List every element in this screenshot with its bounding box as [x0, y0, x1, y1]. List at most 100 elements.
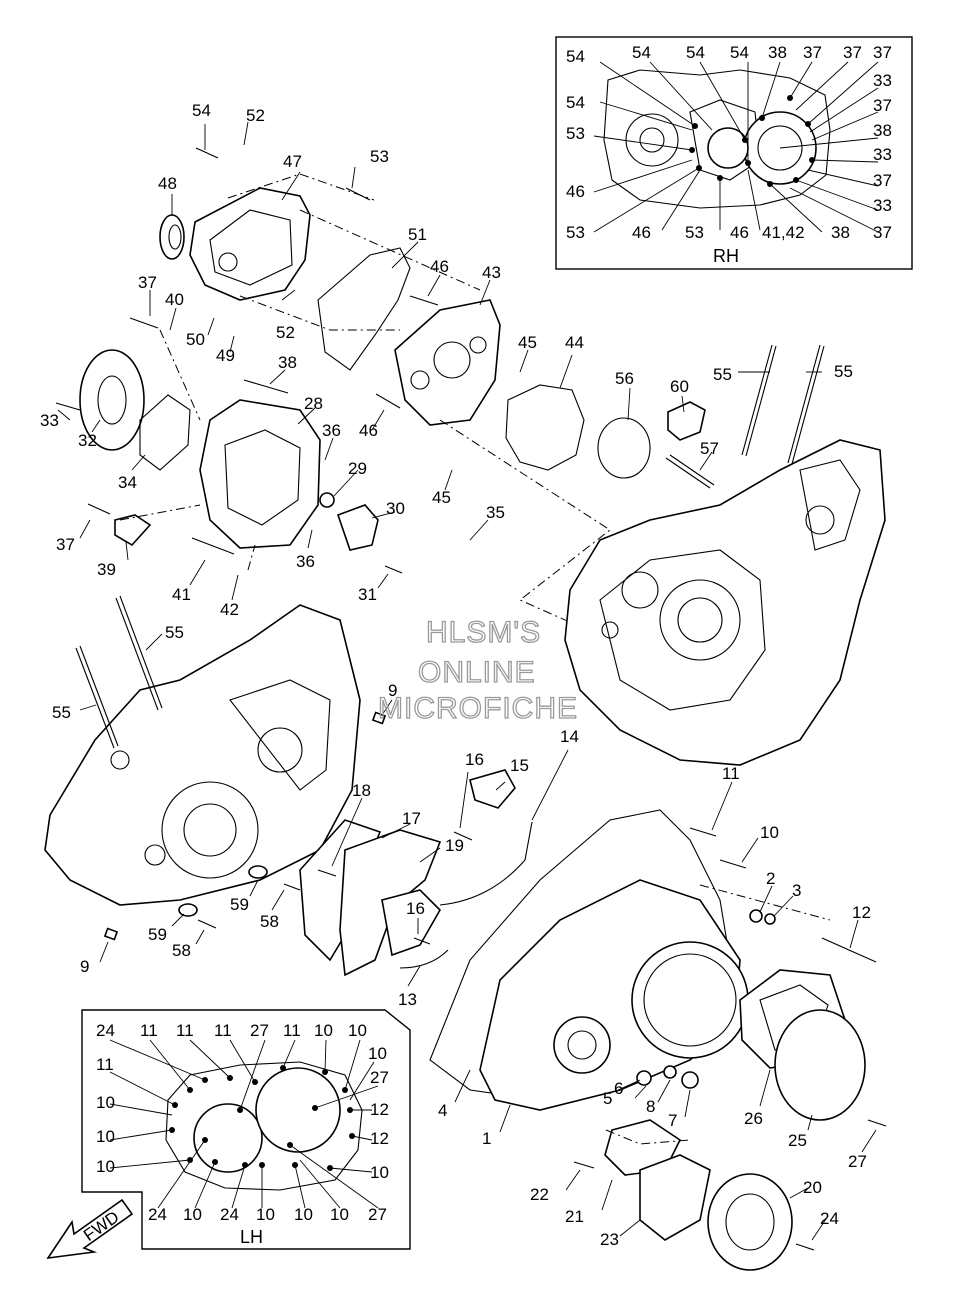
callout-49: 49 [216, 346, 235, 365]
callout-54: 54 [566, 93, 585, 112]
callout-55: 55 [165, 623, 184, 642]
lh-inset-title: LH [240, 1227, 263, 1247]
callout-10: 10 [368, 1044, 387, 1063]
callout-30: 30 [386, 499, 405, 518]
callout-46: 46 [359, 421, 378, 440]
callout-11: 11 [214, 1021, 232, 1040]
callout-6: 6 [614, 1079, 623, 1098]
callout-13: 13 [398, 990, 417, 1009]
callout-55: 55 [52, 703, 71, 722]
callout-10: 10 [760, 823, 779, 842]
callout-7: 7 [668, 1111, 677, 1130]
callout-58: 58 [260, 912, 279, 931]
callout-39: 39 [97, 560, 116, 579]
callout-11: 11 [283, 1021, 301, 1040]
callout-10: 10 [96, 1093, 115, 1112]
callout-53: 53 [685, 223, 704, 242]
callout-4: 4 [438, 1101, 447, 1120]
callout-10: 10 [294, 1205, 313, 1224]
callout-24: 24 [148, 1205, 167, 1224]
callout-37: 37 [873, 223, 892, 242]
callout-25: 25 [788, 1131, 807, 1150]
callout-58: 58 [172, 941, 191, 960]
callout-16: 16 [406, 899, 425, 918]
callout-54: 54 [730, 43, 749, 62]
callout-35: 35 [486, 503, 505, 522]
callout-41-42: 41,42 [762, 223, 805, 242]
callout-52: 52 [246, 106, 265, 125]
clutch-cover-group: 11 10 2 3 12 4 1 6 5 8 7 26 25 27 20 22 … [429, 764, 887, 1271]
callout-10: 10 [256, 1205, 275, 1224]
callout-11: 11 [96, 1055, 114, 1074]
callout-38: 38 [768, 43, 787, 62]
callout-53: 53 [566, 124, 585, 143]
callout-3: 3 [792, 881, 801, 900]
callout-40: 40 [165, 290, 184, 309]
rh-inset-title: RH [713, 246, 739, 266]
callout-44: 44 [565, 333, 584, 352]
callout-33: 33 [873, 71, 892, 90]
callout-11: 11 [722, 764, 740, 783]
callout-43: 43 [482, 263, 501, 282]
callout-37: 37 [56, 535, 75, 554]
callout-17: 17 [402, 809, 421, 828]
callout-2: 2 [766, 869, 775, 888]
callout-27: 27 [848, 1152, 867, 1171]
callout-19: 19 [445, 836, 464, 855]
callout-12: 12 [370, 1100, 389, 1119]
callout-60: 60 [670, 377, 689, 396]
upper-left-cover-group: 54 52 53 47 48 51 46 43 37 40 52 50 49 4… [40, 101, 611, 641]
rh-inset: 54 54 54 54 38 37 37 37 54 33 37 53 38 3… [555, 36, 913, 270]
callout-24: 24 [96, 1021, 115, 1040]
callout-45: 45 [518, 333, 537, 352]
callout-21: 21 [565, 1207, 584, 1226]
callout-37: 37 [873, 171, 892, 190]
callout-38: 38 [278, 353, 297, 372]
callout-59: 59 [148, 925, 167, 944]
callout-18: 18 [352, 781, 371, 800]
callout-46: 46 [430, 257, 449, 276]
callout-38: 38 [873, 121, 892, 140]
right-crankcase-half: 55 55 56 60 57 [564, 344, 886, 766]
callout-45: 45 [432, 488, 451, 507]
callout-24: 24 [220, 1205, 239, 1224]
fwd-arrow: FWD [46, 1198, 134, 1260]
callout-50: 50 [186, 330, 205, 349]
callout-8: 8 [646, 1097, 655, 1116]
callout-34: 34 [118, 473, 137, 492]
callout-27: 27 [368, 1205, 387, 1224]
callout-22: 22 [530, 1185, 549, 1204]
callout-10: 10 [370, 1163, 389, 1182]
callout-16: 16 [465, 750, 484, 769]
callout-37: 37 [843, 43, 862, 62]
callout-24: 24 [820, 1209, 839, 1228]
callout-26: 26 [744, 1109, 763, 1128]
callout-9: 9 [80, 957, 89, 976]
callout-37: 37 [873, 96, 892, 115]
callout-15: 15 [510, 756, 529, 775]
callout-11: 11 [140, 1021, 158, 1040]
callout-54: 54 [686, 43, 705, 62]
callout-36: 36 [296, 552, 315, 571]
callout-33: 33 [873, 145, 892, 164]
callout-5: 5 [603, 1089, 612, 1108]
watermark-line-1: HLSM'S [426, 616, 541, 649]
callout-38: 38 [831, 223, 850, 242]
callout-37: 37 [803, 43, 822, 62]
callout-10: 10 [330, 1205, 349, 1224]
callout-53: 53 [566, 223, 585, 242]
callout-10: 10 [314, 1021, 333, 1040]
callout-11: 11 [176, 1021, 194, 1040]
callout-51: 51 [408, 225, 427, 244]
callout-47: 47 [283, 152, 302, 171]
left-crankcase-half: 55 55 9 9 [44, 595, 397, 976]
callout-54: 54 [632, 43, 651, 62]
callout-59: 59 [230, 895, 249, 914]
callout-28: 28 [304, 394, 323, 413]
callout-57: 57 [700, 439, 719, 458]
callout-31: 31 [358, 585, 377, 604]
middle-parts-group: 16 15 14 18 17 19 59 58 59 58 16 13 [148, 727, 579, 1009]
watermark-line-2: ONLINE [418, 656, 536, 689]
callout-46: 46 [730, 223, 749, 242]
